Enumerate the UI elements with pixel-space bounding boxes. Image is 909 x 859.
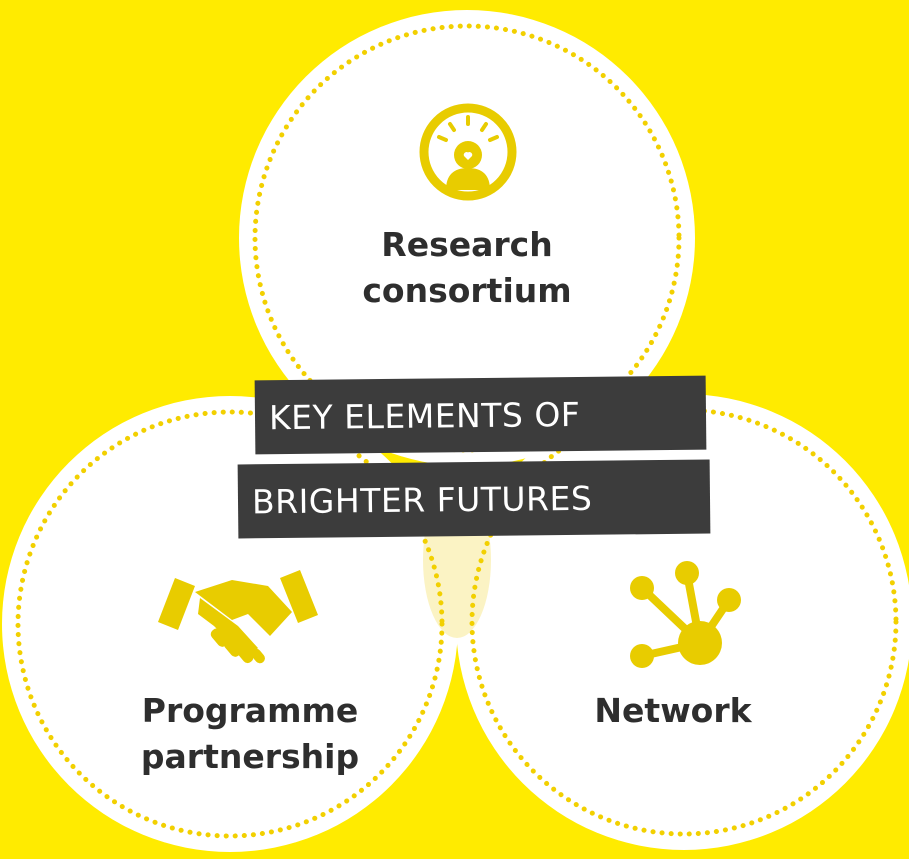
dotted-outline-top (252, 23, 682, 453)
title-banner-line1: KEY ELEMENTS OF (254, 375, 707, 455)
dotted-outline-left (15, 409, 445, 839)
lightbulb-person-icon (419, 103, 517, 201)
title-banner-line2: BRIGHTER FUTURES (237, 459, 711, 539)
label-network-line1: Network (594, 691, 752, 730)
label-programme-partnership-line1: Programme (141, 691, 359, 730)
label-research-consortium-line2: consortium (362, 271, 572, 310)
label-research-consortium: Research consortium (357, 222, 577, 314)
label-programme-partnership: Programme partnership (130, 688, 370, 780)
circle-research-consortium (239, 10, 695, 466)
handshake-icon (158, 570, 318, 664)
label-research-consortium-line1: Research (381, 225, 553, 264)
network-icon (630, 561, 741, 668)
label-network: Network (573, 688, 773, 734)
label-programme-partnership-line2: partnership (140, 737, 360, 776)
